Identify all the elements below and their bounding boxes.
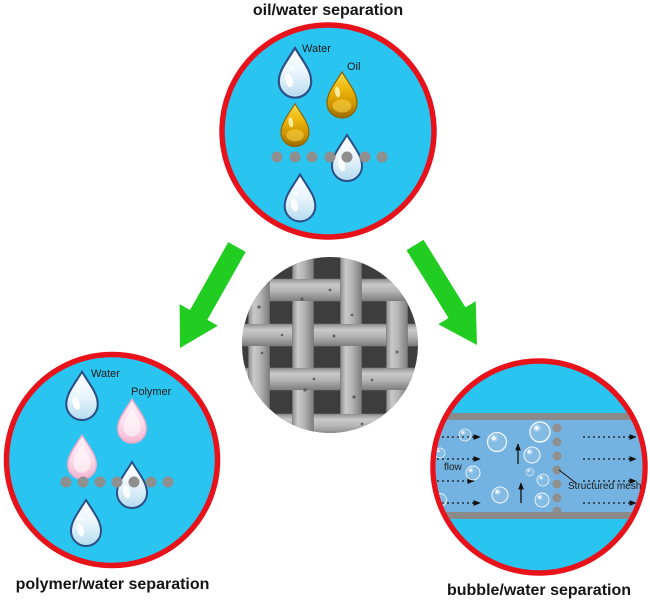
channel-wall-top: [435, 413, 643, 420]
flow-arrows-right: [583, 434, 637, 506]
channel-wall-bottom: [435, 512, 643, 519]
circle-outline: [219, 22, 437, 240]
label-flow: flow: [444, 462, 462, 473]
green-arrow-left: [179, 242, 246, 348]
title-bubble-water-separation: bubble/water separation: [446, 582, 632, 599]
flow-arrows-left: [435, 434, 481, 506]
label-water: Water: [91, 368, 120, 380]
rise-arrows: [515, 443, 524, 503]
oil-water-circle: [219, 22, 437, 240]
title-polymer-water-separation: polymer/water separation: [15, 576, 210, 593]
label-oil: Oil: [347, 61, 361, 73]
label-water: Water: [302, 43, 331, 55]
polymer-water-circle: [3, 351, 221, 569]
mesh-dots-row: [271, 151, 388, 163]
circle-outline: [3, 351, 221, 569]
sem-mesh-image: [242, 257, 418, 433]
label-structured-mesh: Structured mesh: [568, 481, 642, 492]
title-oil-water-separation: oil/water separation: [252, 2, 404, 19]
label-polymer: Polymer: [131, 386, 172, 398]
mesh-dots-row: [60, 476, 174, 488]
mesh-label-leader-line: [558, 469, 577, 484]
bubble-water-circle: [430, 358, 648, 576]
